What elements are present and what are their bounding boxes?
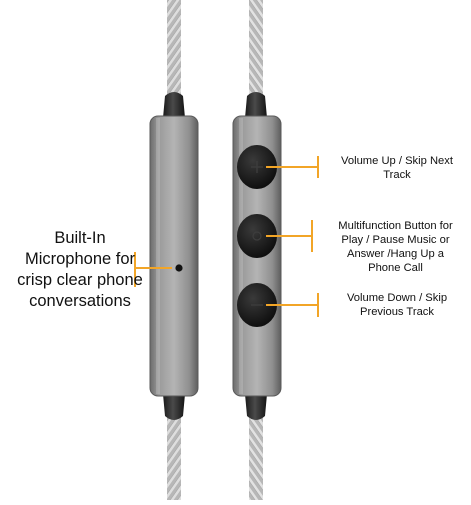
right-braided-cable (249, 0, 263, 500)
multifunction-callout-label: Multifunction Button for Play / Pause Mu… (338, 220, 453, 274)
microphone-callout-label: Built-In Microphone for crisp clear phon… (17, 229, 143, 310)
volume-up-button[interactable] (237, 145, 277, 189)
plus-icon (251, 161, 263, 173)
volume-down-button[interactable] (237, 283, 277, 327)
volume-up-callout-line (266, 156, 319, 178)
left-remote-housing (149, 92, 199, 420)
volume-down-callout-line (266, 293, 319, 317)
circle-icon (252, 231, 262, 241)
mic-hole-icon (175, 264, 183, 272)
volume-down-callout-label: Volume Down / Skip Previous Track (346, 292, 448, 318)
multifunction-button[interactable] (237, 214, 277, 258)
mic-callout-line (134, 252, 172, 287)
volume-up-callout-label: Volume Up / Skip Next Track (341, 155, 453, 181)
callout-lines (134, 156, 319, 317)
right-top-strain-relief (245, 92, 267, 118)
right-remote-housing (232, 92, 282, 420)
left-bottom-strain-relief (163, 394, 185, 420)
left-braided-cable (167, 0, 181, 500)
right-bottom-strain-relief (245, 394, 267, 420)
multifunction-callout-line (266, 220, 313, 252)
left-top-strain-relief (163, 92, 185, 118)
